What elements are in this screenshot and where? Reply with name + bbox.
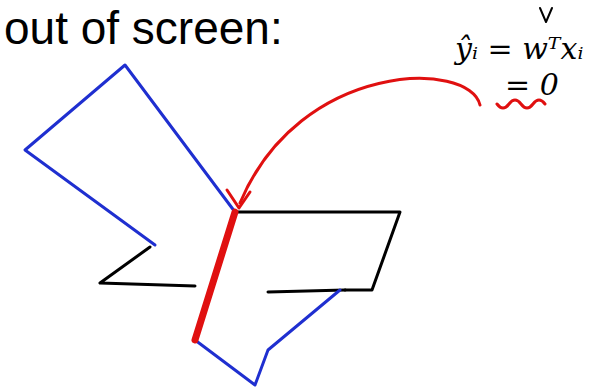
slide-heading: out of screen: bbox=[4, 0, 283, 56]
handwritten-equation: ŷᵢ = wᵀxᵢ bbox=[455, 32, 583, 66]
handwritten-equation: = 0 bbox=[505, 68, 559, 102]
